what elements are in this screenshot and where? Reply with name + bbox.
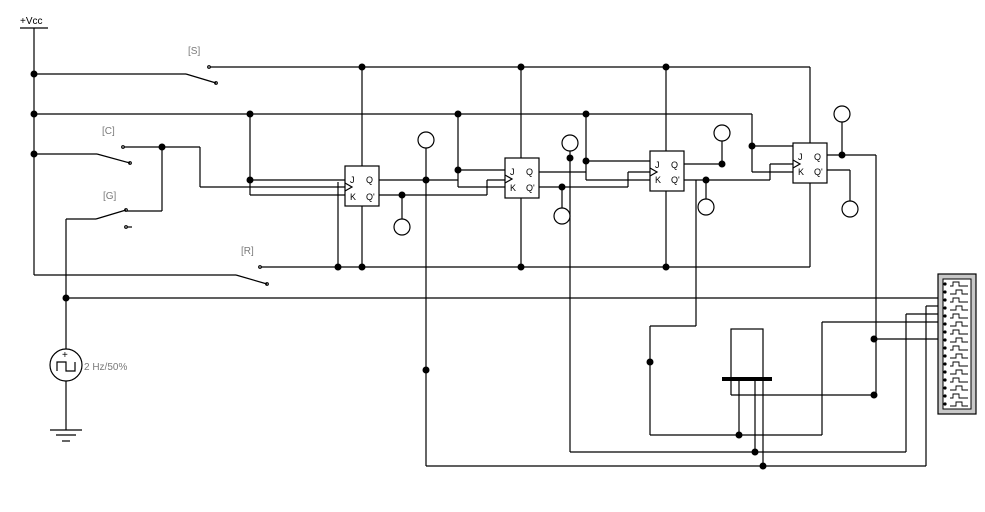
switch-s[interactable]: [S] (34, 46, 810, 85)
switch-r[interactable]: [R] (34, 246, 810, 286)
analyzer-channel-pin[interactable] (943, 306, 947, 310)
svg-text:J: J (510, 167, 515, 177)
svg-text:Q: Q (526, 167, 533, 177)
probe-q4n (841, 200, 859, 218)
analyzer-waveform-icon (950, 345, 968, 351)
analyzer-channel-pin[interactable] (943, 282, 947, 286)
analyzer-waveform-icon (950, 313, 968, 319)
logic-analyzer[interactable] (937, 273, 977, 415)
switch-g-label: [G] (103, 191, 117, 202)
vcc-rail (30, 28, 38, 275)
svg-text:Q': Q' (814, 167, 823, 177)
svg-text:J: J (655, 160, 660, 170)
svg-text:K: K (350, 192, 356, 202)
probe-q3 (713, 124, 731, 142)
analyzer-channel-pin[interactable] (943, 402, 947, 406)
clock-label: 2 Hz/50% (84, 362, 127, 373)
analyzer-waveform-icon (950, 369, 968, 375)
analyzer-waveform-icon (950, 289, 968, 295)
jk-flipflop-4: J K Q Q' (792, 142, 828, 184)
analyzer-channel-pin[interactable] (943, 314, 947, 318)
analyzer-channel-pin[interactable] (943, 354, 947, 358)
probe-q3n (697, 198, 715, 216)
clock-source: + 2 Hz/50% (49, 348, 127, 430)
analyzer-channel-pin[interactable] (943, 346, 947, 350)
jk-flipflop-1: J K Q Q' (344, 165, 380, 207)
svg-text:J: J (798, 152, 803, 162)
vcc-terminal: +Vcc (20, 16, 48, 29)
svg-text:Q': Q' (526, 183, 535, 193)
analyzer-waveform-icon (950, 305, 968, 311)
svg-text:Q: Q (671, 160, 678, 170)
probe-q4 (833, 105, 851, 123)
probe-q2n (553, 207, 571, 225)
svg-text:K: K (798, 167, 804, 177)
switch-c-label: [C] (102, 126, 115, 137)
svg-text:K: K (510, 183, 516, 193)
jk-flipflop-2: J K Q Q' (504, 157, 540, 199)
analyzer-channel-pin[interactable] (943, 338, 947, 342)
vcc-label: +Vcc (20, 16, 43, 27)
analyzer-waveform-icon (950, 393, 968, 399)
jk-flipflop-3: J K Q Q' (649, 150, 685, 192)
decoder-display (722, 328, 876, 466)
switch-g[interactable]: [G] (66, 191, 162, 229)
ground-icon (50, 429, 82, 442)
analyzer-channel-pin[interactable] (943, 362, 947, 366)
analyzer-waveform-icon (950, 353, 968, 359)
switch-r-label: [R] (241, 246, 254, 257)
analyzer-waveform-icon (950, 281, 968, 287)
switch-s-label: [S] (188, 46, 200, 57)
analyzer-waveform-icon (950, 385, 968, 391)
analyzer-channel-pin[interactable] (943, 386, 947, 390)
svg-text:Q: Q (366, 175, 373, 185)
analyzer-waveform-icon (950, 361, 968, 367)
analyzer-channel-pin[interactable] (943, 394, 947, 398)
analyzer-waveform-icon (950, 321, 968, 327)
analyzer-channel-pin[interactable] (943, 378, 947, 382)
analyzer-channel-pin[interactable] (943, 370, 947, 374)
svg-text:K: K (655, 175, 661, 185)
analyzer-channel-pin[interactable] (943, 298, 947, 302)
analyzer-waveform-icon (950, 401, 968, 407)
analyzer-channel-pin[interactable] (943, 290, 947, 294)
probe-q1n (393, 218, 411, 236)
svg-text:Q: Q (814, 152, 821, 162)
analyzer-waveform-icon (950, 337, 968, 343)
analyzer-channel-pin[interactable] (943, 330, 947, 334)
switch-c[interactable]: [C] (34, 126, 200, 165)
probe-q1 (417, 131, 435, 149)
probe-q2 (561, 134, 579, 152)
analyzer-channel-pin[interactable] (943, 322, 947, 326)
analyzer-waveform-icon (950, 297, 968, 303)
analyzer-waveform-icon (950, 377, 968, 383)
svg-text:Q': Q' (671, 175, 680, 185)
svg-text:+: + (62, 350, 68, 361)
analyzer-waveform-icon (950, 329, 968, 335)
svg-text:Q': Q' (366, 192, 375, 202)
svg-text:J: J (350, 175, 355, 185)
